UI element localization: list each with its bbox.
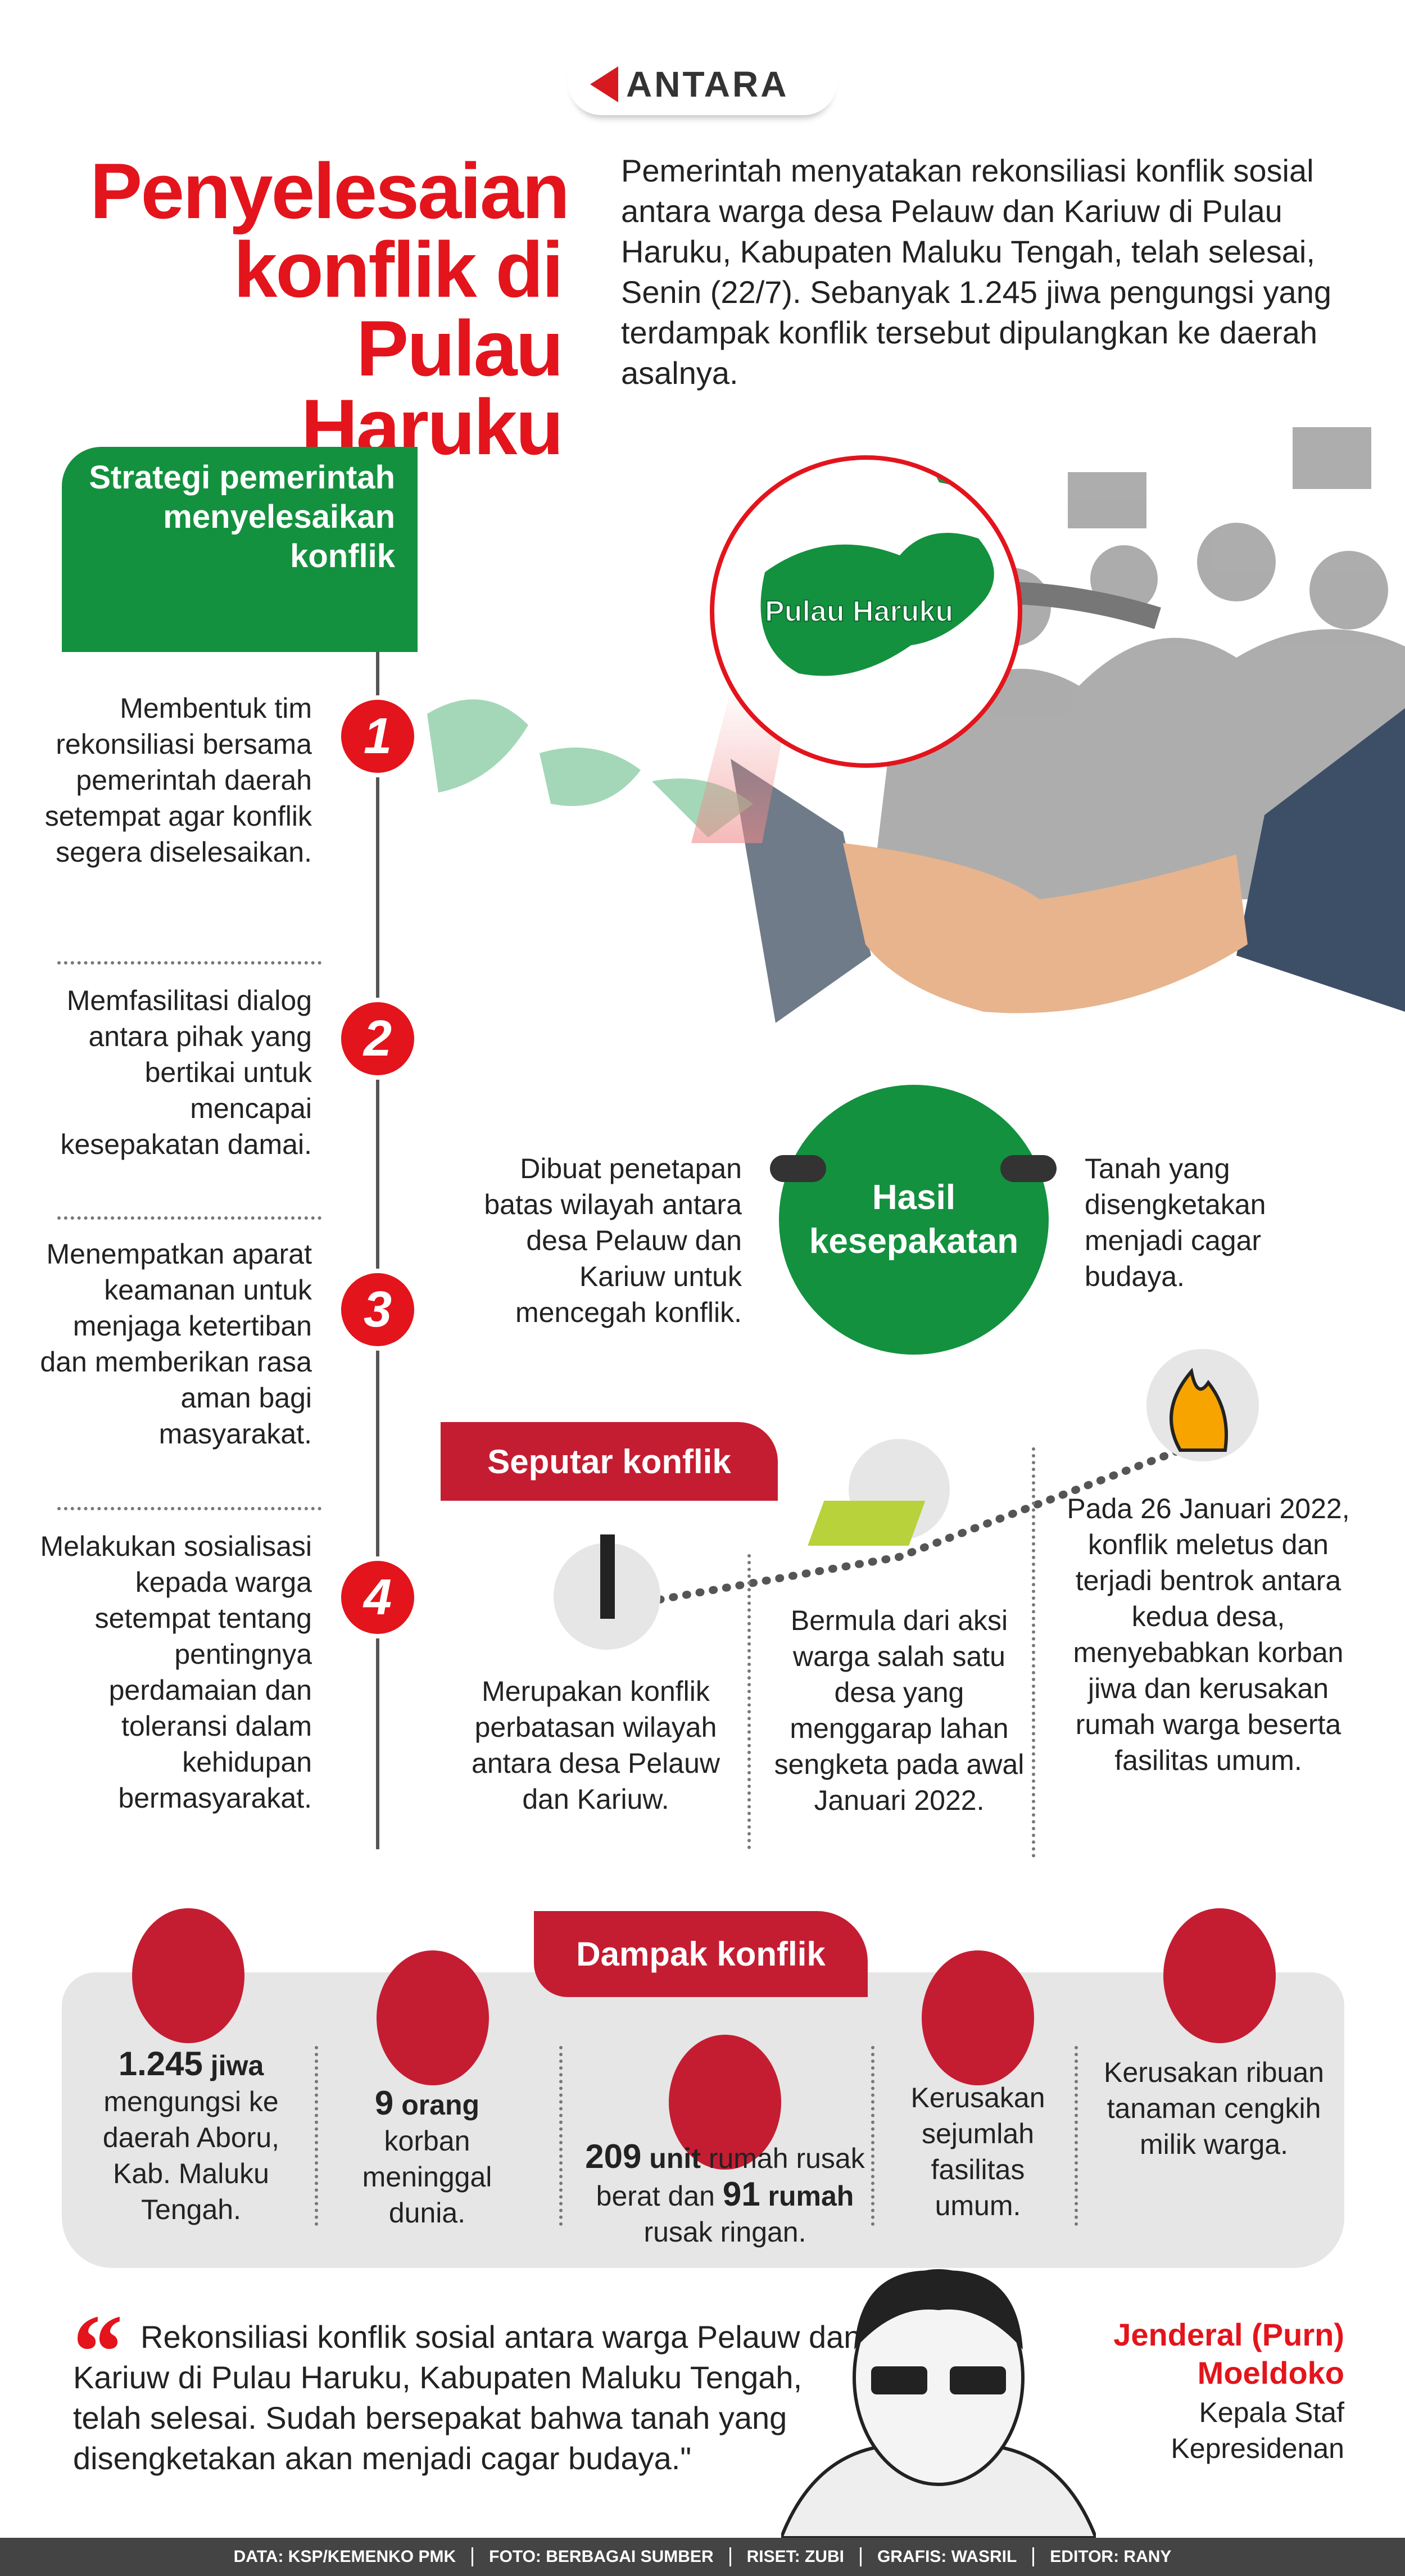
fire-icon: [1170, 1368, 1228, 1452]
page-title: Penyelesaian konflik di Pulau Haruku: [90, 147, 570, 471]
credit-photo: FOTO: BERBAGAI SUMBER: [472, 2547, 729, 2566]
divider: [559, 2046, 563, 2226]
impact-item-4: Kerusakan sejumlah fasilitas umum.: [910, 2082, 1045, 2221]
timeline-dotted-path: [554, 1439, 1184, 1650]
about-text-2: Bermula dari aksi warga salah satu desa …: [774, 1605, 1025, 1816]
antara-logo: ANTARA: [568, 53, 837, 115]
agreement-circle: Hasil kesepakatan: [779, 1085, 1049, 1355]
farmer-icon: [808, 1501, 926, 1546]
strategy-number-3: 3: [337, 1269, 419, 1351]
clove-leaf-icon: [1163, 1908, 1276, 2043]
speaker-portrait: [781, 2269, 1096, 2538]
divider: [747, 1554, 751, 1849]
agreement-right-text: Tanah yang disengketakan menjadi cagar b…: [1085, 1153, 1266, 1292]
credit-data: DATA: KSP/KEMENKO PMK: [233, 2547, 456, 2566]
quote-mark-icon: “: [67, 2293, 121, 2411]
speaker-name: Jenderal (Purn) Moeldoko: [1113, 2317, 1344, 2391]
divider: [57, 961, 321, 965]
house-icon: [669, 2035, 781, 2170]
connector-pill: [1000, 1155, 1057, 1182]
credits-footer: DATA: KSP/KEMENKO PMK FOTO: BERBAGAI SUM…: [0, 2538, 1405, 2576]
strategy-title: Strategi pemerintah menyelesaikan konfli…: [62, 447, 418, 652]
strategy-text-3: Menempatkan aparat keamanan untuk menjag…: [40, 1238, 312, 1450]
impact-item-3: 209 unit rumah rusak berat dan 91 rumah …: [585, 2138, 865, 2248]
impact-item-5: Kerusakan ribuan tanaman cengkih milik w…: [1104, 2057, 1324, 2160]
strategy-number-2: 2: [337, 998, 419, 1080]
divider: [1032, 1447, 1035, 1858]
victims-icon: [377, 1950, 489, 2085]
timeline-line: [376, 652, 379, 1849]
strategy-text-4: Melakukan sosialisasi kepada warga setem…: [40, 1531, 312, 1814]
agreement-title-1: Hasil: [872, 1178, 956, 1217]
divider: [1075, 2046, 1078, 2226]
facility-icon: [922, 1950, 1034, 2085]
fire-icon-bg: [1146, 1349, 1259, 1461]
pen-icon: [600, 1534, 615, 1619]
antara-logo-icon: [590, 66, 618, 102]
strategy-number-1: 1: [337, 695, 419, 777]
about-title: Seputar konflik: [441, 1422, 778, 1501]
speaker-role: Kepala Staf Kepresidenan: [1171, 2397, 1344, 2464]
map-label: Pulau Haruku: [764, 595, 954, 628]
logo-text: ANTARA: [626, 64, 789, 105]
divider: [57, 1507, 321, 1510]
quote-text: Rekonsiliasi konflik sosial antara warga…: [73, 2319, 862, 2476]
impact-title: Dampak konflik: [534, 1911, 868, 1997]
divider: [315, 2046, 318, 2226]
strategy-text-2: Memfasilitasi dialog antara pihak yang b…: [60, 985, 312, 1160]
map-inset: Pulau Haruku: [710, 455, 1022, 768]
crowd-handshake-illustration: [731, 427, 1405, 1023]
credit-graphics: GRAFIS: WASRIL: [859, 2547, 1032, 2566]
credit-research: RISET: ZUBI: [729, 2547, 860, 2566]
refugee-icon: [132, 1908, 244, 2043]
about-text-3: Pada 26 Januari 2022, konflik meletus da…: [1067, 1493, 1350, 1776]
agreement-title-2: kesepakatan: [809, 1222, 1019, 1261]
divider: [57, 1216, 321, 1220]
about-text-1: Merupakan konflik perbatasan wilayah ant…: [472, 1676, 720, 1815]
credit-editor: EDITOR: RANY: [1032, 2547, 1187, 2566]
strategy-text-1: Membentuk tim rekonsiliasi bersama pemer…: [44, 692, 312, 868]
agreement-left-text: Dibuat penetapan batas wilayah antara de…: [484, 1153, 742, 1328]
connector-pill: [770, 1155, 826, 1182]
divider: [871, 2046, 874, 2226]
intro-text: Pemerintah menyatakan rekonsiliasi konfl…: [621, 153, 1331, 391]
indonesia-map-icon: [427, 699, 753, 837]
strategy-number-4: 4: [337, 1556, 419, 1638]
